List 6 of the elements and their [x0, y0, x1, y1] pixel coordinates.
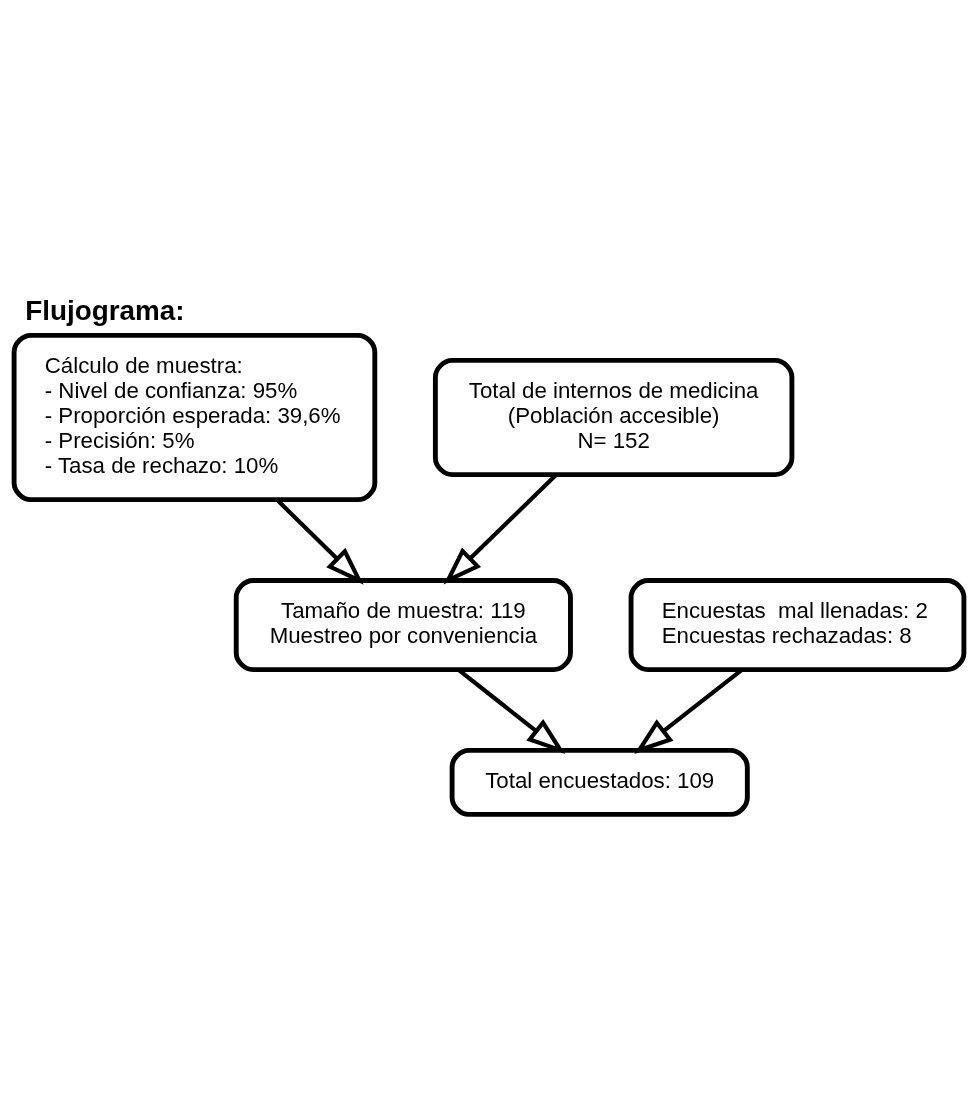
node-box: Cálculo de muestra: - Nivel de confianza: 95% - Proporción esperada: 39,6% - Precisión: 5% - Tasa de rechazo: 10%	[11, 332, 378, 503]
node-box: Encuestas mal llenadas: 2 Encuestas rechazadas: 8	[628, 578, 967, 673]
diagram-title: Flujograma:	[25, 295, 185, 327]
node-box: Tamaño de muestra: 119 Muestreo por conveniencia	[233, 578, 573, 673]
node-box: Total de internos de medicina (Población accesible) N= 152	[432, 358, 795, 478]
node-box: Total encuestados: 109	[449, 747, 750, 817]
